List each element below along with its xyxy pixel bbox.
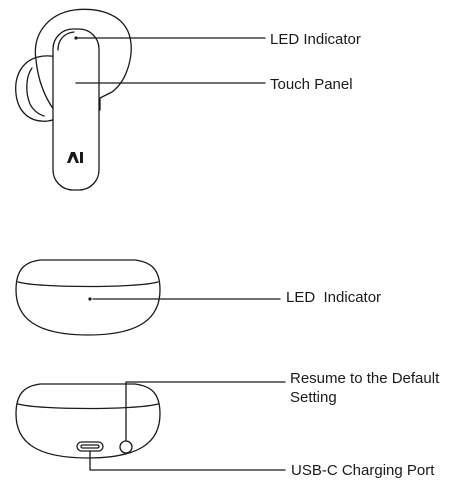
case-front-illustration — [15, 259, 161, 336]
label-earbud-led-indicator: LED Indicator — [270, 31, 361, 48]
earbud-stem-edge — [57, 31, 75, 51]
label-case-led-indicator: LED Indicator — [286, 289, 382, 306]
earbud-illustration — [15, 8, 132, 191]
case-back-seam — [17, 403, 159, 410]
earbud-ear-tip-inner — [26, 67, 45, 117]
label-usbc-charging-port: USB-C Charging Port — [291, 462, 435, 479]
case-led-dot — [88, 297, 92, 301]
case-front-body — [15, 259, 161, 336]
label-resume-default-setting: Resume to the Default Setting — [290, 370, 440, 406]
case-front-seam — [17, 281, 159, 288]
leader-line-usbc — [89, 450, 286, 471]
usbc-port-inner — [80, 444, 100, 449]
reset-button-hole — [119, 440, 133, 454]
case-back-body — [15, 383, 161, 459]
earbud-logo — [67, 152, 83, 163]
label-touch-panel: Touch Panel — [270, 76, 353, 93]
leader-line-reset — [125, 381, 286, 442]
earbud-housing — [34, 8, 132, 111]
case-back-illustration — [15, 383, 161, 459]
earbud-stem — [52, 28, 100, 191]
